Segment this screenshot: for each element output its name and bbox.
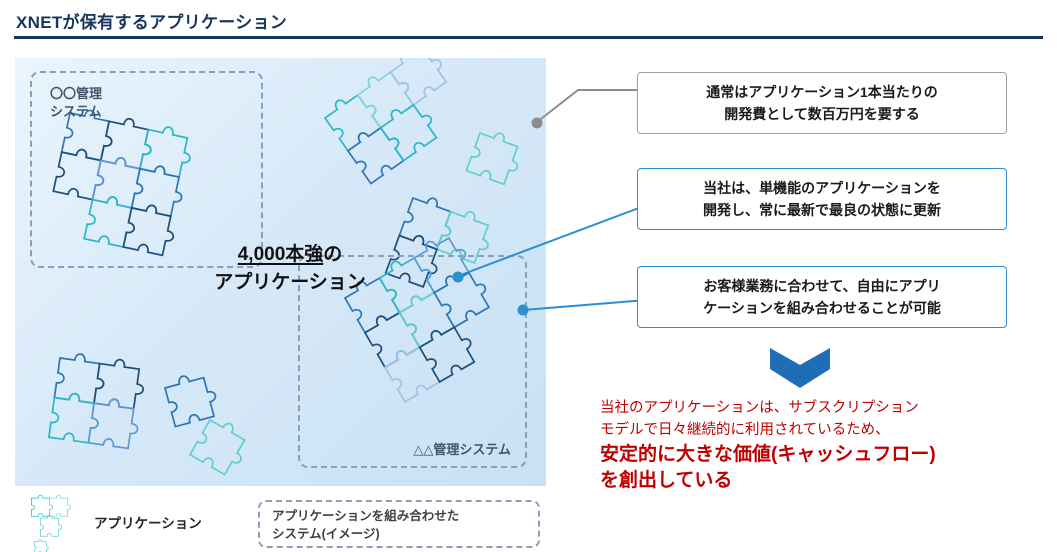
callout-single-function: 当社は、単機能のアプリケーションを 開発し、常に最新で最良の状態に更新 bbox=[637, 168, 1007, 230]
puzzle-cluster-bottom-left bbox=[48, 350, 148, 451]
system-box-2-label: △△管理システム bbox=[413, 442, 511, 457]
system-box-2: △△管理システム bbox=[298, 255, 527, 468]
puzzle-cluster-top-right bbox=[320, 58, 453, 185]
application-count: 4,000本強の アプリケーション bbox=[170, 241, 410, 296]
system-box-1-label: 〇〇管理 システム bbox=[50, 86, 103, 119]
page-title: XNETが保有するアプリケーション bbox=[16, 13, 288, 32]
application-count-number: 4,000本強 bbox=[237, 244, 324, 265]
application-panel: 〇〇管理 システム △△管理システム 4,000本強の アプリケーション bbox=[15, 58, 546, 486]
down-arrow-icon bbox=[770, 348, 830, 388]
conclusion-text: 当社のアプリケーションは、サブスクリプション モデルで日々継続的に利用されている… bbox=[600, 398, 1055, 495]
callout-dev-cost: 通常はアプリケーション1本当たりの 開発費として数百万円を要する bbox=[637, 72, 1007, 134]
puzzle-piece-lone bbox=[162, 368, 222, 428]
title-underline bbox=[14, 36, 1043, 39]
puzzle-piece-lone bbox=[189, 413, 255, 479]
system-box-1: 〇〇管理 システム bbox=[30, 71, 263, 268]
conclusion-highlight: 安定的に大きな価値(キャッシュフロー) bbox=[600, 443, 936, 465]
combined-system-legend: アプリケーションを組み合わせた システム(イメージ) bbox=[258, 500, 540, 548]
puzzle-piece-lone bbox=[465, 125, 528, 188]
callout-combine-freely: お客様業務に合わせて、自由にアプリ ケーションを組み合わせることが可能 bbox=[637, 266, 1007, 328]
application-legend-icon-partial bbox=[33, 539, 49, 552]
application-legend-label: アプリケーション bbox=[94, 516, 202, 531]
application-count-label: アプリケーション bbox=[214, 271, 366, 293]
